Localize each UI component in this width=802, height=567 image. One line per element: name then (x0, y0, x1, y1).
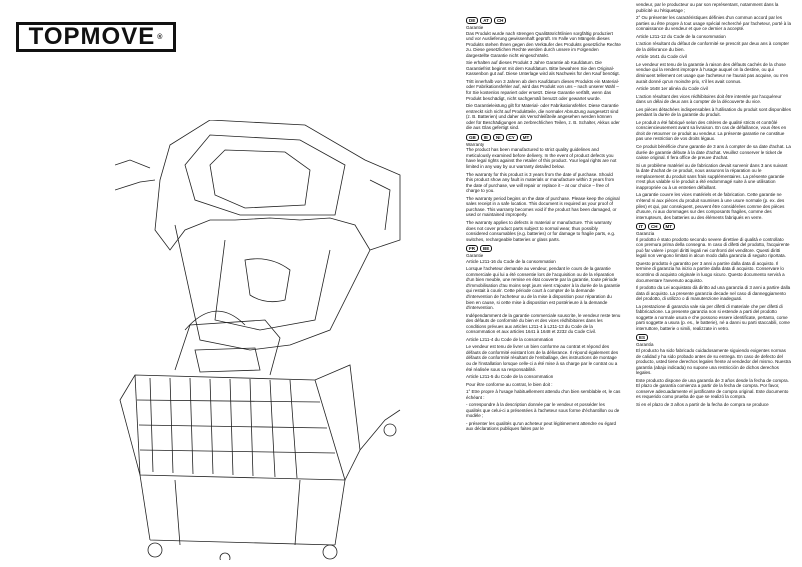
paragraph: Le vendeur est tenu de livrer un bien co… (466, 344, 619, 372)
country-badges: IT CH MT (636, 223, 791, 231)
paragraph: Sie erhalten auf dieses Produkt 3 Jahre … (466, 60, 620, 77)
country-badge: BE (480, 245, 493, 253)
warranty-column-2: vendeur, par le producteur ou par son re… (636, 2, 791, 409)
paragraph: Ce produit bénéficie d'une garantie de 3… (636, 144, 791, 161)
country-badges: FR BE (466, 245, 621, 253)
section-fr-continued: vendeur, par le producteur ou par son re… (636, 2, 791, 220)
paragraph: Lorsque l'acheteur demande au vendeur, p… (466, 266, 621, 311)
paragraph: Indépendamment de la garantie commercial… (466, 312, 621, 335)
paragraph: Il prodotto è stato prodotto secondo sev… (636, 236, 790, 259)
seat-cover-drawing (115, 120, 401, 351)
paragraph: Article L211-12 du Code de la consommati… (636, 33, 726, 39)
country-badge: AT (480, 17, 492, 24)
section-heading: Garantie (466, 25, 484, 30)
country-badge: DE (466, 17, 479, 24)
paragraph: L'action résultant du défaut de conformi… (636, 41, 789, 52)
paragraph: The warranty applies to defects in mater… (466, 219, 616, 242)
paragraph: Die Garantieleistung gilt für Material- … (466, 103, 620, 131)
shopping-trolley-drawing (119, 310, 401, 560)
country-badges: ES (636, 334, 791, 342)
logo-text: TOPMOVE (28, 23, 156, 50)
paragraph: Pour être conforme au contrat, le bien d… (466, 381, 553, 387)
paragraph: 1° Etre propre à l'usage habituellement … (466, 389, 621, 400)
paragraph: Si en el plazo de 3 años a partir de la … (636, 401, 769, 407)
paragraph: The warranty for this product is 3 years… (466, 171, 615, 194)
paragraph: The warranty period begins on the date o… (466, 195, 620, 218)
paragraph: 2° Ou présenter les caractéristiques déf… (636, 15, 791, 32)
paragraph: Le produit a été fabriqué selon des crit… (636, 119, 787, 142)
paragraph: Si un problème matériel ou de fabricatio… (636, 162, 788, 190)
paragraph: Este producto dispone de una garantía de… (636, 377, 789, 400)
paragraph: Article L211-16 du Code de la consommati… (466, 258, 556, 264)
paragraph: Questo prodotto è garantito per 3 anni a… (636, 260, 785, 283)
paragraph: Il prodotto da Lei acquistato dà diritto… (636, 285, 791, 302)
paragraph: vendeur, par le producteur ou par son re… (636, 2, 779, 13)
paragraph: The product has been manufactured to str… (466, 147, 617, 170)
country-badge: IE (480, 133, 492, 141)
country-badge: GB (466, 133, 479, 141)
country-badge: ES (636, 334, 649, 342)
section-heading: Garantía (636, 342, 654, 348)
paragraph: Das Produkt wurde nach strengen Qualität… (466, 30, 621, 58)
section-heading: Garanzia (636, 231, 655, 237)
paragraph: L'action résultant des vices rédhibitoir… (636, 93, 782, 105)
paragraph: Tritt innerhalb von 3 Jahren ab dem Kauf… (466, 78, 620, 101)
section-it: IT CH MT Garanzia Il prodotto è stato pr… (636, 223, 791, 331)
paragraph: La garantie couvre les vices matériels e… (636, 192, 785, 220)
paragraph: - correspondre à la description donnée p… (466, 402, 620, 419)
section-de: DE AT CH Garantie Das Produkt wurde nach… (466, 17, 621, 131)
country-badge: MT (519, 133, 533, 141)
country-badge: CH (493, 17, 507, 24)
section-heading: Warranty (466, 141, 485, 147)
section-heading: Garantie (466, 253, 484, 259)
paragraph: Les pièces détachées indispensables à l'… (636, 106, 791, 118)
country-badge: CH (648, 223, 661, 231)
registered-mark: ® (157, 33, 164, 41)
paragraph: Article 1641 du Code civil (636, 54, 687, 60)
section-fr: FR BE Garantie Article L211-16 du Code d… (466, 245, 621, 432)
paragraph: Article L211-4 du Code de la consommatio… (466, 336, 554, 342)
country-badge: CY (505, 133, 518, 141)
country-badge: NI (493, 133, 504, 141)
paragraph: - présenter les qualités qu'un acheteur … (466, 420, 616, 432)
section-gb: GB IE NI CY MT Warranty The product has … (466, 133, 621, 242)
warranty-column-1: DE AT CH Garantie Das Produkt wurde nach… (466, 14, 621, 434)
product-illustration (115, 120, 401, 560)
topmove-logo: TOPMOVE® (16, 22, 176, 52)
country-badges: DE AT CH (466, 17, 621, 24)
paragraph: El producto ha sido fabricado cuidadosam… (636, 347, 791, 376)
paragraph: Le vendeur est tenu de la garantie à rai… (636, 61, 789, 84)
country-badge: IT (636, 223, 646, 231)
paragraph: La prestazione di garanzia vale sia per … (636, 303, 790, 331)
country-badge: FR (466, 245, 478, 253)
section-es: ES Garantía El producto ha sido fabricad… (636, 334, 791, 407)
paragraph: Article 1648 1er alinéa du Code civil (636, 86, 708, 92)
paragraph: Article L211-5 du Code de la consommatio… (466, 374, 554, 380)
country-badges: GB IE NI CY MT (466, 133, 621, 141)
country-badge: MT (662, 223, 675, 231)
